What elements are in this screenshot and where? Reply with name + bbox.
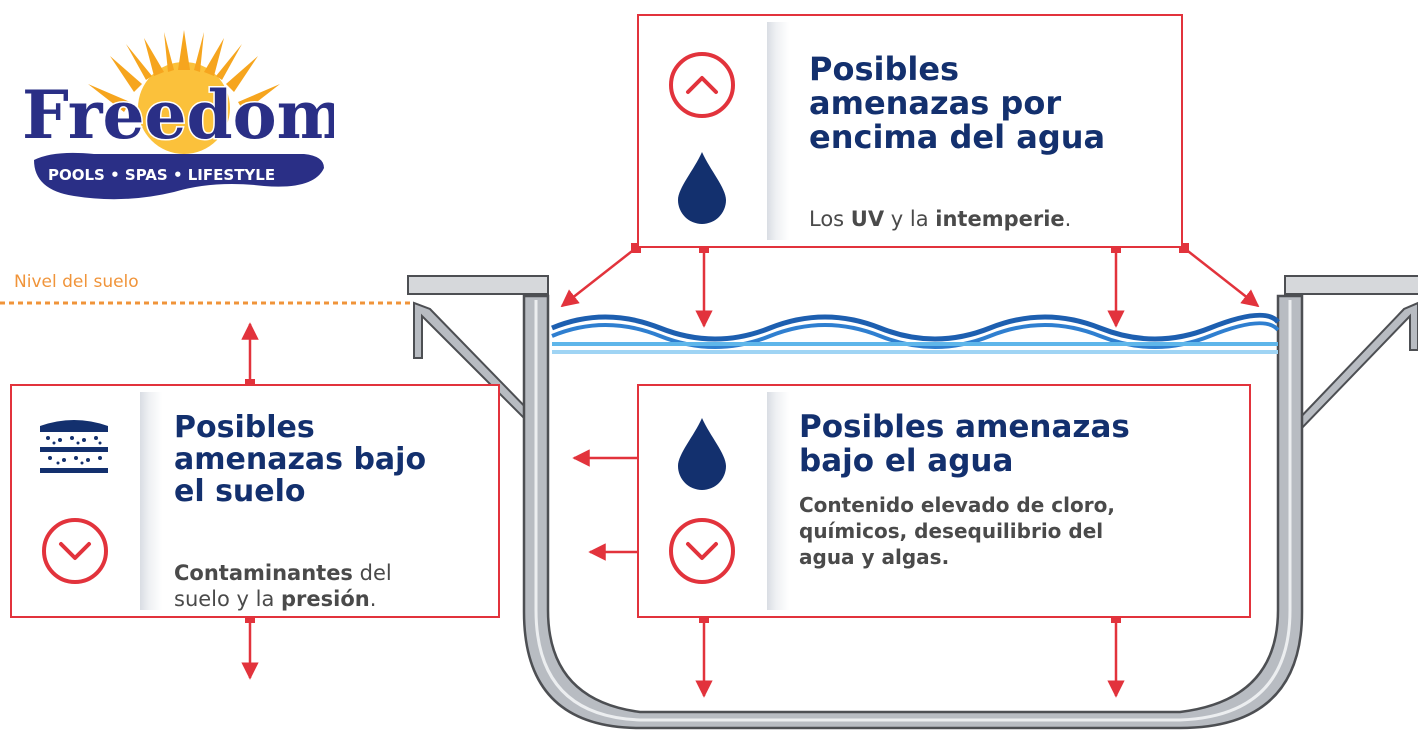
below-water-title: Posibles amenazas bajo el agua (799, 409, 1130, 479)
above-water-threats-box: Posibles amenazas por encima del agua Lo… (637, 14, 1183, 248)
ground-level-label: Nivel del suelo (14, 272, 139, 292)
below-ground-threats-box: Posibles amenazas bajo el suelo Contamin… (10, 384, 500, 618)
below-water-arrows (572, 449, 1125, 698)
above-water-title: Posibles amenazas por encima del agua (809, 50, 1106, 156)
below-water-threats-box: Posibles amenazas bajo el agua Contenido… (637, 384, 1251, 618)
chevron-down-circle-icon (42, 518, 108, 584)
above-water-arrow-anchors (631, 243, 1189, 253)
box-divider (140, 392, 162, 610)
below-ground-body: Contaminantes del suelo y la presión. (174, 561, 392, 611)
logo-wordmark: Freedom (22, 76, 334, 154)
pool-wall (522, 294, 1304, 730)
above-water-body: Los UV y la intemperie. (809, 207, 1072, 231)
below-water-body: Contenido elevado de cloro, químicos, de… (799, 493, 1115, 569)
freedom-logo: Freedom POOLS • SPAS • LIFESTYLE (21, 30, 334, 200)
pool-deck-left (407, 275, 549, 295)
water-drop-icon (678, 152, 726, 224)
above-water-arrows (560, 247, 1260, 328)
logo-tagline: POOLS • SPAS • LIFESTYLE (48, 166, 275, 184)
logo-banner (34, 152, 324, 200)
pool-deck-right (1284, 275, 1418, 295)
pool-support-left (413, 301, 538, 426)
below-ground-title: Posibles amenazas bajo el suelo (174, 410, 427, 509)
box-divider (767, 22, 789, 240)
water-surface (551, 312, 1280, 354)
box-divider (767, 392, 789, 610)
sun-icon (88, 30, 280, 154)
soil-layers-icon (40, 420, 108, 473)
chevron-down-circle-icon (669, 518, 735, 584)
water-drop-icon (678, 418, 726, 490)
chevron-up-circle-icon (669, 52, 735, 118)
pool-wall-inner-line (534, 300, 1292, 722)
pool-support-right (1292, 301, 1418, 432)
